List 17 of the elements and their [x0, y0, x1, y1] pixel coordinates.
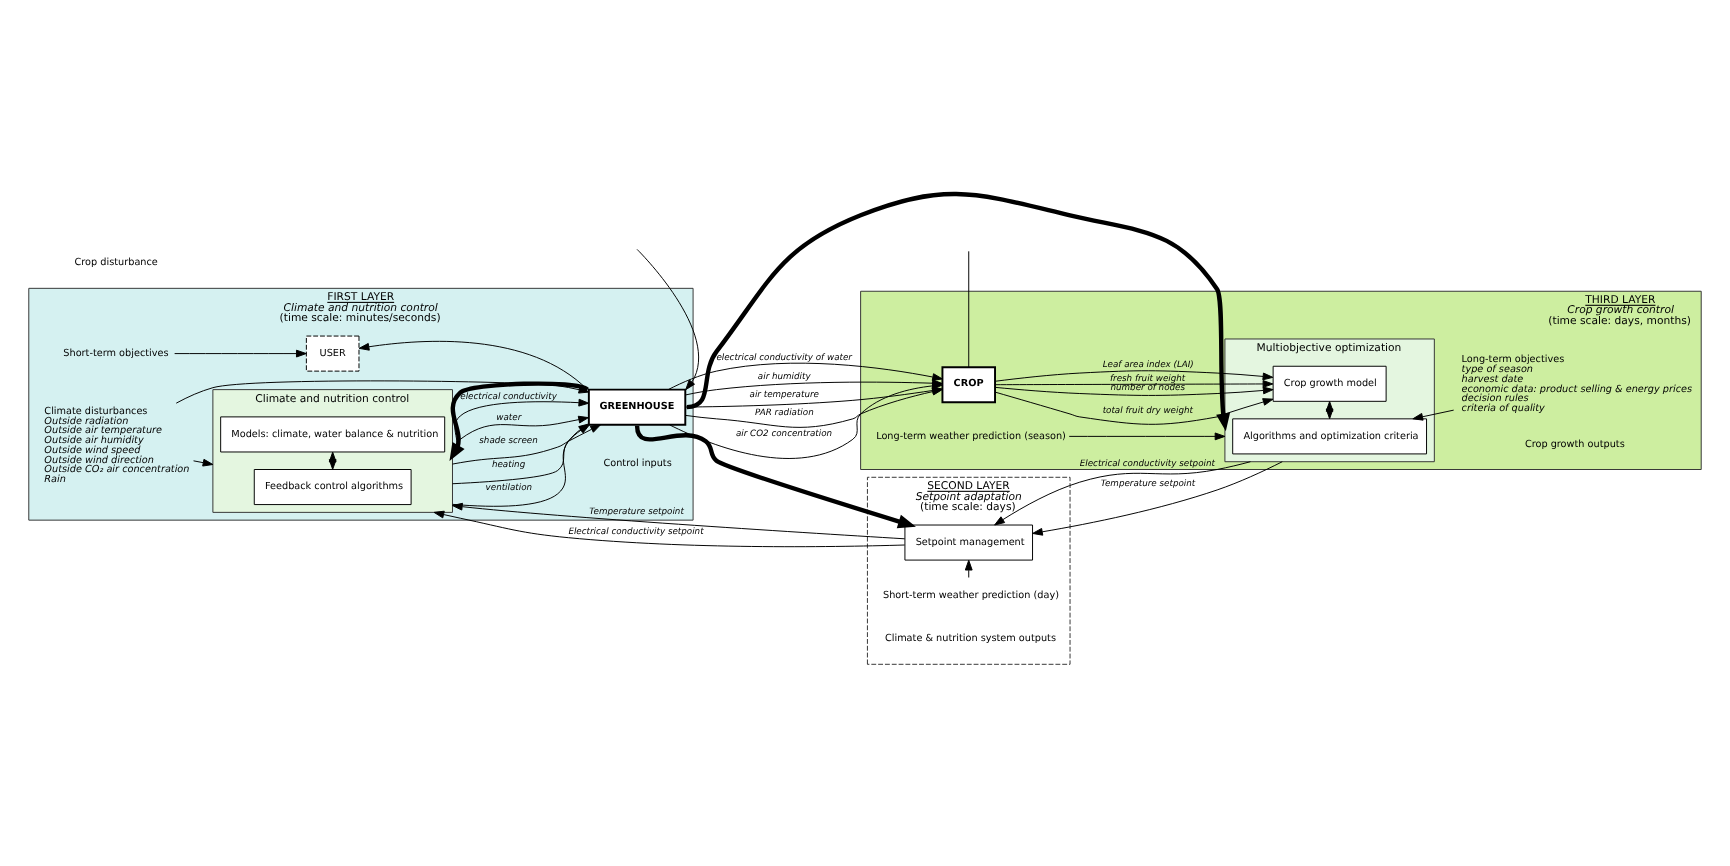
arrow: [636, 248, 700, 391]
connector: [968, 250, 970, 368]
arrow: [1032, 461, 1283, 536]
arrow: [634, 425, 916, 529]
arrow: [994, 370, 1274, 382]
arrow: [433, 510, 906, 548]
arrow: [994, 380, 1274, 388]
arrow: [994, 391, 1274, 425]
arrow: [686, 191, 1231, 432]
arrow: [995, 386, 1274, 396]
arrow: [452, 502, 906, 540]
arrow: [1068, 432, 1226, 441]
arrow: [174, 349, 307, 358]
arrow: [358, 340, 588, 391]
arrow: [193, 458, 214, 467]
arrow: [994, 461, 1251, 526]
arrow: [1412, 409, 1455, 421]
